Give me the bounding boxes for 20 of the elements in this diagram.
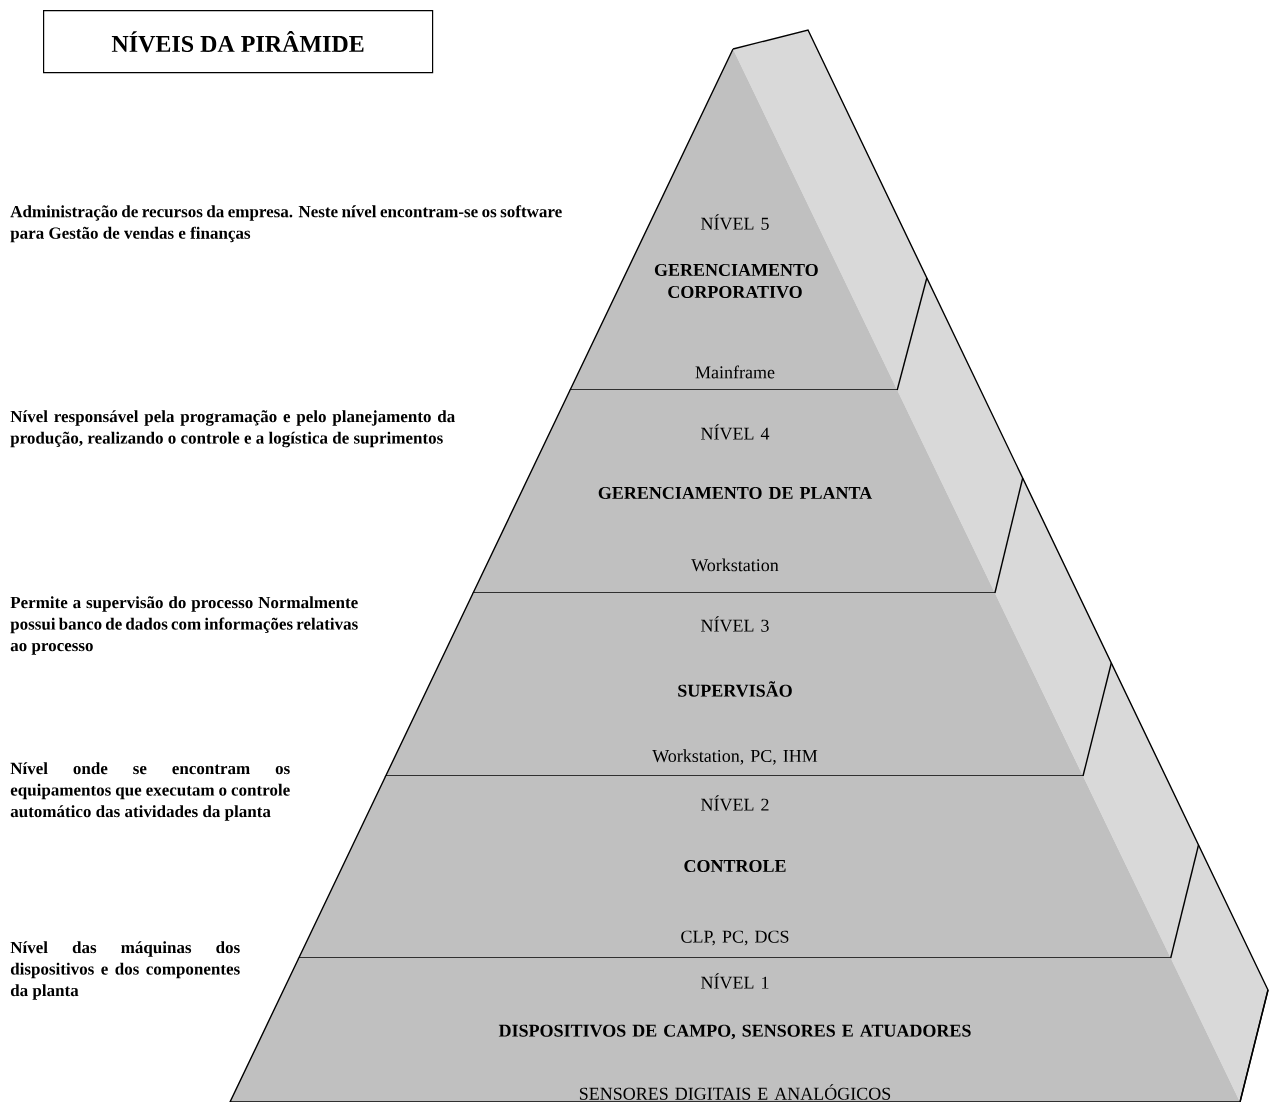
node-label: Workstation	[691, 558, 779, 572]
node-label: NÍVEL 1	[701, 973, 769, 989]
description-text: Nível responsável pela programação e pelo planejamento da produção, realizando o controle e a logística de suprimentos	[10, 410, 455, 448]
node-label: CLP, PC, DCS	[681, 930, 789, 946]
node-label: DISPOSITIVOS DE CAMPO, SENSORES E ATUADORES	[498, 1024, 971, 1040]
level-band: NÍVEL 4 GERENCIAMENTO DE PLANTA Workstation	[472, 389, 1024, 594]
node-label: Workstation, PC, IHM	[652, 749, 818, 765]
node-label: NÍVEL 4	[701, 424, 770, 440]
node-label: NÍVEL 2	[701, 795, 769, 811]
node-label: CONTROLE	[684, 859, 786, 873]
title-box: NÍVEIS DA PIRÂMIDE	[43, 10, 434, 74]
description-text: Permite a supervisão do processo Normalmente possui banco de dados com informações relativas ao processo	[10, 596, 358, 655]
level-band: NÍVEL 2 CONTROLE CLP, PC, DCS	[297, 775, 1200, 959]
level-band: NÍVEL 3 SUPERVISÃO Workstation, PC, IHM	[384, 592, 1112, 777]
node-label: SUPERVISÃO	[678, 681, 792, 697]
level-band: NÍVEL 5 GERENCIAMENTO CORPORATIVO Mainframe	[569, 48, 928, 391]
description-text: Nível onde se encontram os equipamentos que executam o controle automático das atividades da planta	[10, 762, 290, 821]
node-label: NÍVEL 3	[701, 616, 769, 632]
node-label: GERENCIAMENTO DE PLANTA	[598, 486, 873, 500]
node-label: SENSORES DIGITAIS E ANALÓGICOS	[579, 1084, 891, 1100]
